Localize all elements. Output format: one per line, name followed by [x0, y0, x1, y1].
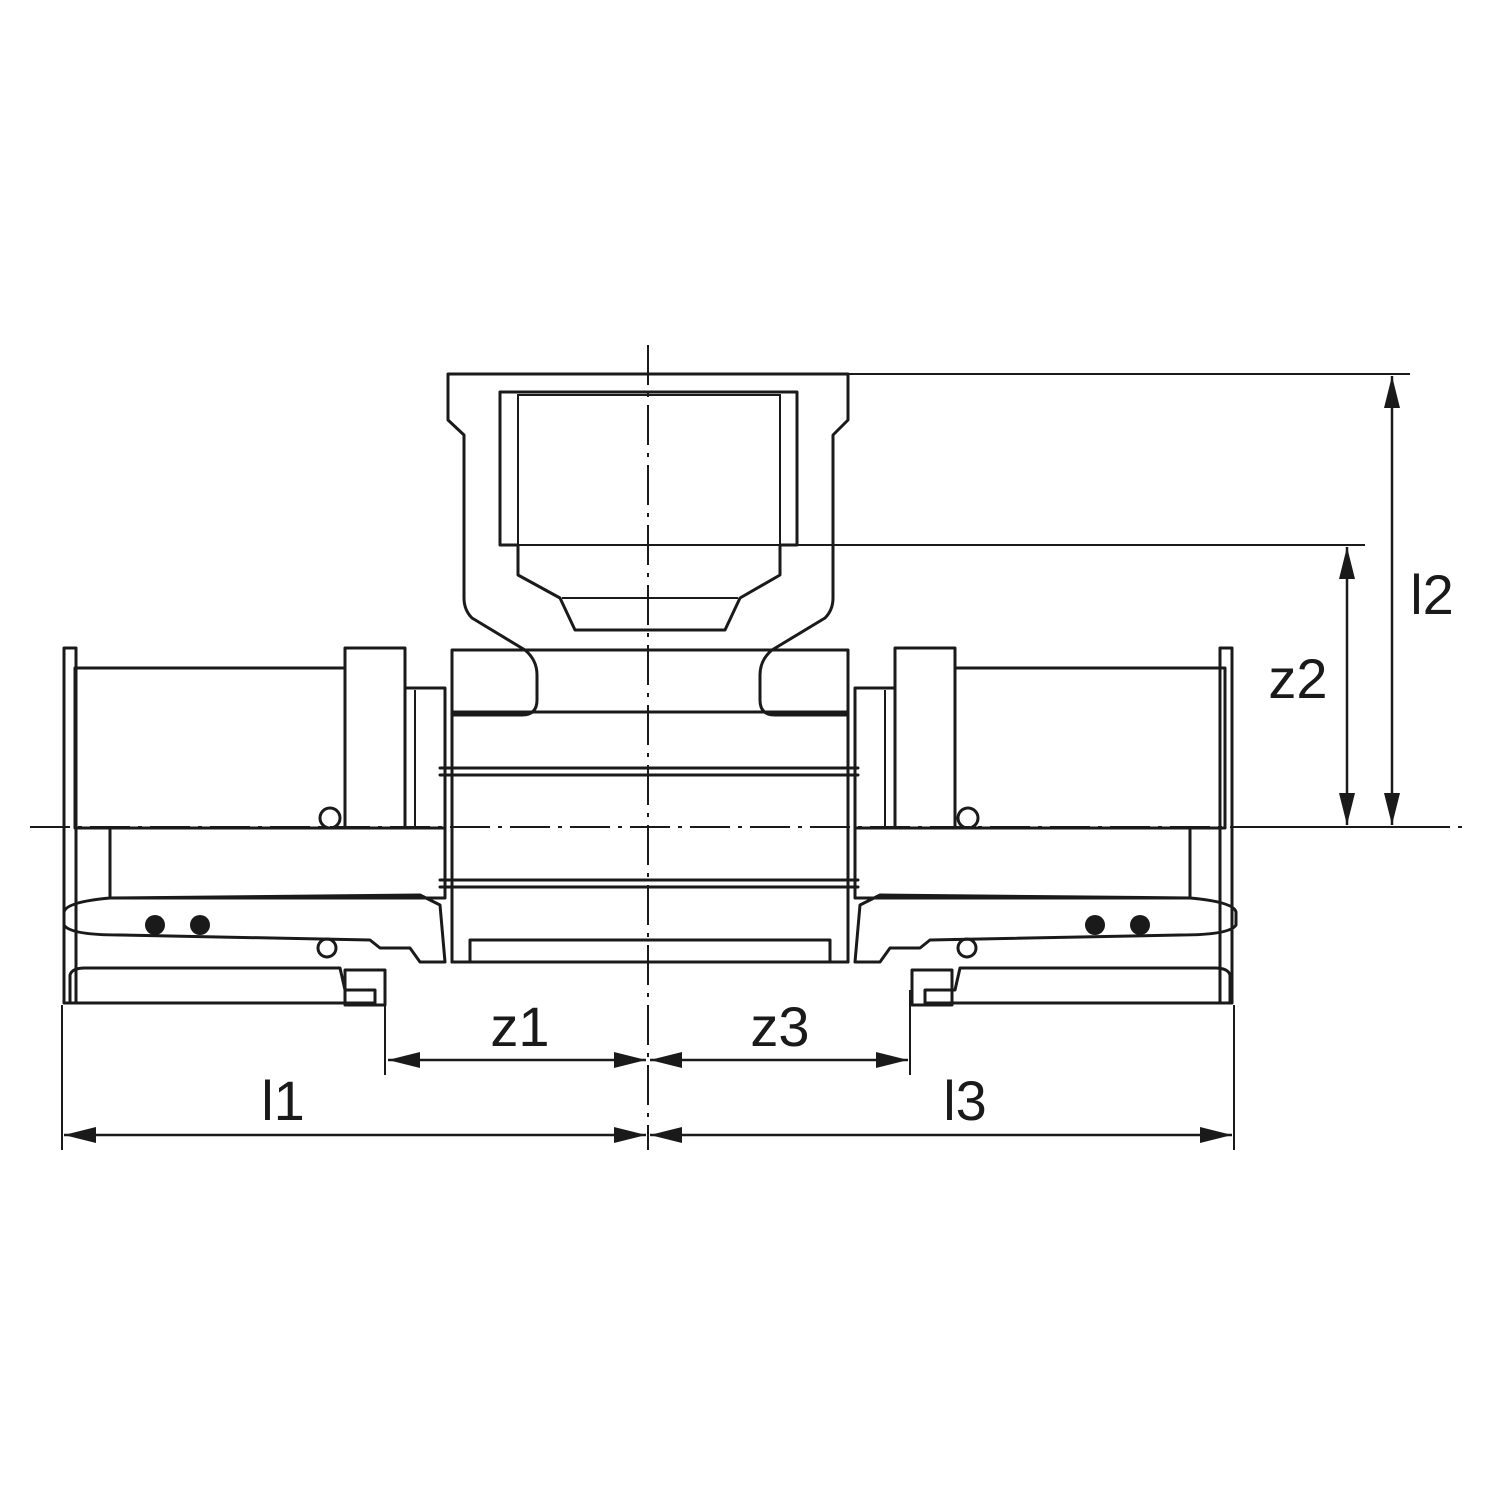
body-lower-hatched — [450, 885, 850, 964]
left-collar — [343, 646, 407, 830]
right-vent-hole — [956, 937, 978, 959]
dim-l2-arrow-bottom — [1384, 793, 1400, 825]
label-z3: z3 — [750, 995, 809, 1058]
dim-l2-arrow-top — [1384, 376, 1400, 408]
dim-l1-arrow-left — [64, 1127, 96, 1143]
right-support-ring — [910, 968, 954, 1007]
left-oring-groove — [403, 686, 447, 830]
label-z1: z1 — [490, 995, 549, 1058]
left-vent-hole — [316, 937, 338, 959]
dimension-labels: z1 z3 l1 l3 z2 l2 — [261, 563, 1454, 1132]
left-insert-body-hatched — [62, 893, 447, 964]
left-press-sleeve-top — [73, 666, 347, 830]
dimension-lines — [64, 376, 1400, 1143]
right-press-sleeve-top — [953, 666, 1227, 830]
body-center-block — [450, 710, 850, 964]
dim-l3-arrow-left — [650, 1127, 682, 1143]
right-inspection-hole — [956, 806, 980, 830]
left-oring-1 — [145, 915, 165, 935]
left-oring-2 — [190, 915, 210, 935]
label-l3: l3 — [943, 1069, 987, 1132]
right-collar — [893, 646, 957, 830]
dim-z3-arrow-left — [650, 1052, 682, 1068]
dim-l1-arrow-right — [614, 1127, 646, 1143]
threaded-branch — [446, 372, 850, 717]
extension-lines — [61, 373, 1410, 1150]
right-oring-2 — [1130, 915, 1150, 935]
left-press-sleeve-bottom — [68, 966, 377, 1005]
dim-z1-arrow-right — [614, 1052, 646, 1068]
main-body — [438, 710, 860, 964]
right-press-coupling — [853, 646, 1238, 1007]
dim-z2-arrow-bottom — [1339, 793, 1355, 825]
dim-l3-arrow-right — [1200, 1127, 1232, 1143]
dim-z2-arrow-top — [1339, 547, 1355, 579]
right-inner-bore — [853, 826, 1192, 900]
dim-z1-arrow-left — [388, 1052, 420, 1068]
dim-z3-arrow-right — [876, 1052, 908, 1068]
label-z2: z2 — [1268, 647, 1327, 710]
left-inspection-hole — [318, 806, 342, 830]
right-oring-groove — [853, 686, 897, 830]
left-support-ring — [343, 968, 387, 1007]
right-press-sleeve-bottom — [923, 966, 1232, 1005]
right-oring-1 — [1085, 915, 1105, 935]
left-inner-bore — [108, 826, 447, 900]
left-press-coupling — [62, 646, 447, 1007]
branch-outer-body — [446, 372, 850, 717]
label-l2: l2 — [1410, 563, 1454, 626]
right-insert-body-hatched — [853, 893, 1238, 964]
label-l1: l1 — [261, 1069, 305, 1132]
